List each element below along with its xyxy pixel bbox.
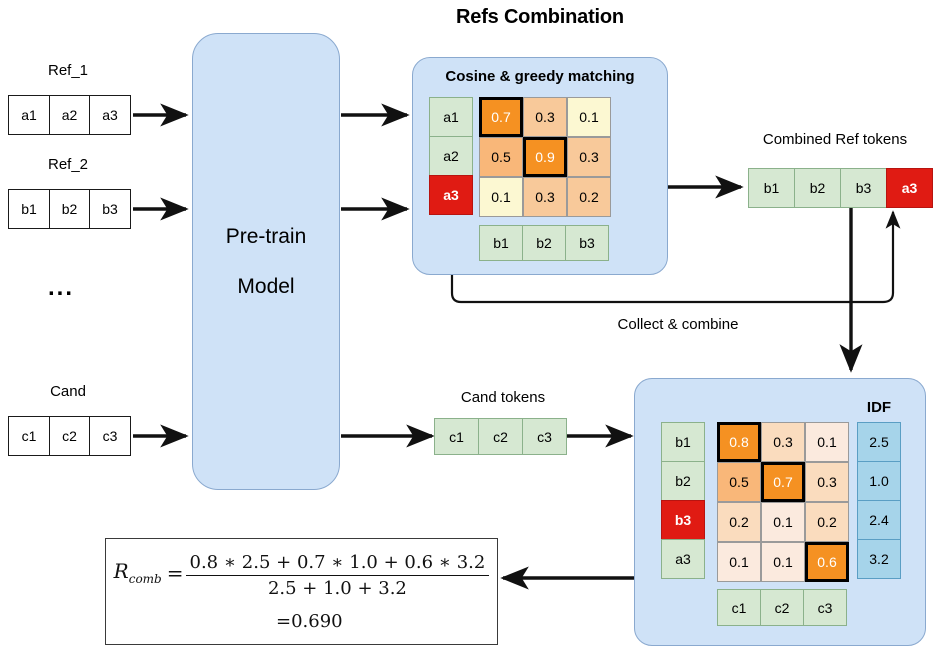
combined-ref-tokens: b1 b2 b3 a3 [748,168,933,208]
combined-token: b2 [794,168,841,208]
pretrain-model-box: Pre-train Model [192,33,340,490]
combined-token: b3 [840,168,887,208]
formula-fraction: 0.8 ∗ 2.5 + 0.7 ∗ 1.0 + 0.6 ∗ 3.2 2.5 + … [185,552,490,599]
ref2-label: Ref_2 [47,156,89,173]
combined-token-added: a3 [886,168,933,208]
cand-tokens-row: c1 c2 c3 [434,418,567,455]
cosine-cell: 0.1 [479,177,523,217]
cand-label: Cand [50,383,86,400]
cosine-cell: 0.5 [479,137,523,177]
cosine-row-label: a2 [429,136,473,176]
cosine-matrix: 0.7 0.3 0.1 0.5 0.9 0.3 0.1 0.3 0.2 [479,97,611,217]
score-cell: 0.2 [805,502,849,542]
score-cell: 0.1 [805,422,849,462]
score-row-label: b1 [661,422,705,462]
score-col-label: c2 [760,589,804,626]
ref2-token: b3 [89,189,131,229]
score-cell: 0.1 [717,542,761,582]
score-cell: 0.1 [761,542,805,582]
cosine-cell: 0.3 [567,137,611,177]
score-cell: 0.3 [761,422,805,462]
score-row-label: b2 [661,461,705,501]
score-cell: 0.8 [717,422,761,462]
score-cell: 0.7 [761,462,805,502]
cosine-panel-title: Cosine & greedy matching [445,68,635,85]
formula-lhs-symbol: R [113,559,129,583]
score-cell: 0.3 [805,462,849,502]
idf-value: 3.2 [857,539,901,579]
score-col-label: c1 [717,589,761,626]
formula-expression: Rcomb = 0.8 ∗ 2.5 + 0.7 ∗ 1.0 + 0.6 ∗ 3.… [106,539,497,599]
cosine-col-label: b2 [522,225,566,261]
cand-token-green: c1 [434,418,479,455]
ref2-token: b1 [8,189,50,229]
formula-lhs: Rcomb [114,552,162,585]
cosine-cell: 0.1 [567,97,611,137]
cosine-cell: 0.3 [523,177,567,217]
score-cell: 0.5 [717,462,761,502]
score-matrix: 0.8 0.3 0.1 0.5 0.7 0.3 0.2 0.1 0.2 0.1 … [717,422,849,582]
cosine-cell: 0.9 [523,137,567,177]
score-row-label: a3 [661,539,705,579]
ref1-tokens: a1 a2 a3 [8,95,131,135]
cand-token: c1 [8,416,50,456]
score-row-label-selected: b3 [661,500,705,540]
model-line-1: Pre-train [225,224,307,248]
cosine-col-label: b3 [565,225,609,261]
formula-numerator: 0.8 ∗ 2.5 + 0.7 ∗ 1.0 + 0.6 ∗ 3.2 [189,552,486,573]
cosine-cell: 0.7 [479,97,523,137]
ref2-tokens: b1 b2 b3 [8,189,131,229]
cosine-cell: 0.3 [523,97,567,137]
cosine-cell: 0.2 [567,177,611,217]
model-line-2: Model [237,274,295,298]
ellipsis-indicator: ... [48,274,75,301]
score-cell: 0.6 [805,542,849,582]
ref1-label: Ref_1 [47,62,89,79]
ref1-token: a1 [8,95,50,135]
ref1-token: a2 [48,95,91,135]
cosine-row-label-selected: a3 [429,175,473,215]
idf-column: 2.5 1.0 2.4 3.2 [857,422,901,579]
score-cell: 0.1 [761,502,805,542]
idf-value: 2.5 [857,422,901,462]
cosine-row-labels: a1 a2 a3 [429,97,473,215]
ref2-token: b2 [48,189,91,229]
score-cell: 0.2 [717,502,761,542]
cosine-row-label: a1 [429,97,473,137]
score-col-labels: c1 c2 c3 [717,589,847,626]
formula-lhs-subscript: comb [128,572,162,586]
cand-token: c3 [89,416,131,456]
idf-value: 1.0 [857,461,901,501]
cand-tokens-label: Cand tokens [460,389,546,406]
combined-ref-tokens-label: Combined Ref tokens [762,131,908,148]
idf-label: IDF [866,399,892,416]
cosine-col-labels: b1 b2 b3 [479,225,609,261]
cosine-col-label: b1 [479,225,523,261]
idf-value: 2.4 [857,500,901,540]
formula-denominator: 2.5 + 1.0 + 3.2 [185,575,490,599]
cand-token-green: c3 [522,418,567,455]
formula-equals: = [166,561,184,585]
page-title: Refs Combination [456,6,624,28]
cand-token: c2 [48,416,91,456]
cand-tokens-input: c1 c2 c3 [8,416,131,456]
combined-token: b1 [748,168,795,208]
score-col-label: c3 [803,589,847,626]
formula-box: Rcomb = 0.8 ∗ 2.5 + 0.7 ∗ 1.0 + 0.6 ∗ 3.… [105,538,498,645]
ref1-token: a3 [89,95,131,135]
formula-result: =0.690 [276,611,343,632]
score-row-labels: b1 b2 b3 a3 [661,422,705,579]
cand-token-green: c2 [478,418,523,455]
collect-combine-label: Collect & combine [617,316,739,333]
